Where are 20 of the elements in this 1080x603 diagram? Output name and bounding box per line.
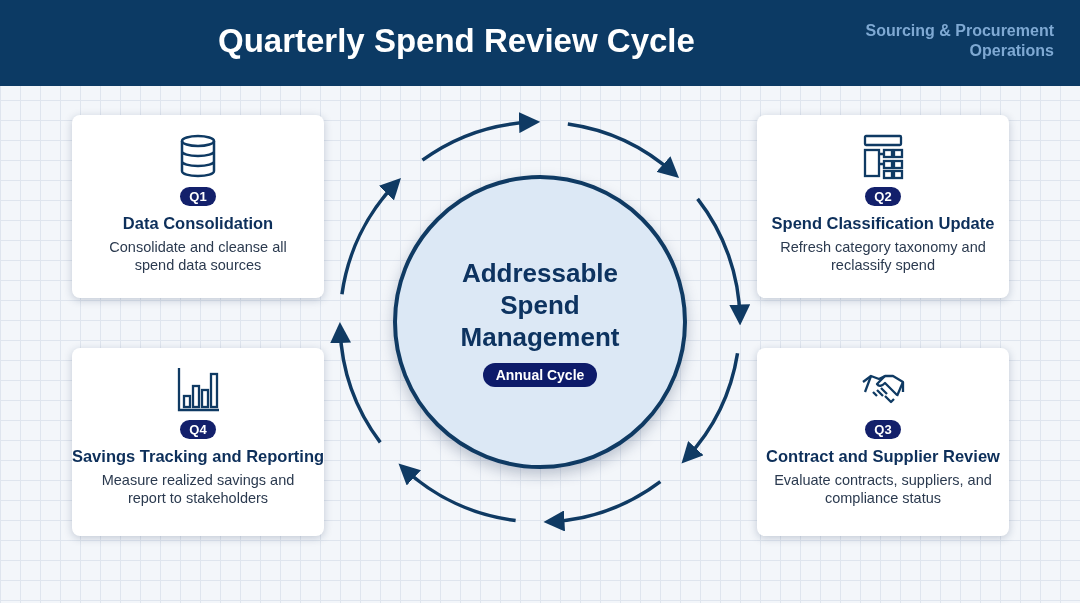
stage-heading: Data Consolidation — [122, 214, 274, 233]
stage-description: Refresh category taxonomy and reclassify spend — [779, 238, 987, 274]
quarter-badge: Q4 — [180, 420, 216, 439]
stage-description: Consolidate and cleanse all spend data sources — [108, 238, 288, 274]
stage-description: Evaluate contracts, suppliers, and compliance status — [773, 471, 993, 507]
quarter-badge: Q1 — [180, 187, 216, 206]
stage-description: Measure realized savings and report to stakeholders — [100, 471, 296, 507]
circle-heading: Addressable Spend Management — [459, 257, 621, 353]
stage-card — [757, 348, 1009, 536]
stage-heading: Contract and Supplier Review — [766, 447, 1000, 466]
stage-card — [72, 115, 324, 298]
title: Quarterly Spend Review Cycle — [218, 22, 695, 60]
stage-heading: Savings Tracking and Reporting — [71, 447, 325, 466]
quarter-badge: Q3 — [865, 420, 901, 439]
quarter-badge: Q2 — [865, 187, 901, 206]
stage-card — [72, 348, 324, 536]
cycle-badge: Annual Cycle — [482, 363, 598, 387]
subtitle: Sourcing & Procurement Operations — [864, 21, 1054, 61]
stage-card — [757, 115, 1009, 298]
stage-heading: Spend Classification Update — [771, 214, 995, 233]
